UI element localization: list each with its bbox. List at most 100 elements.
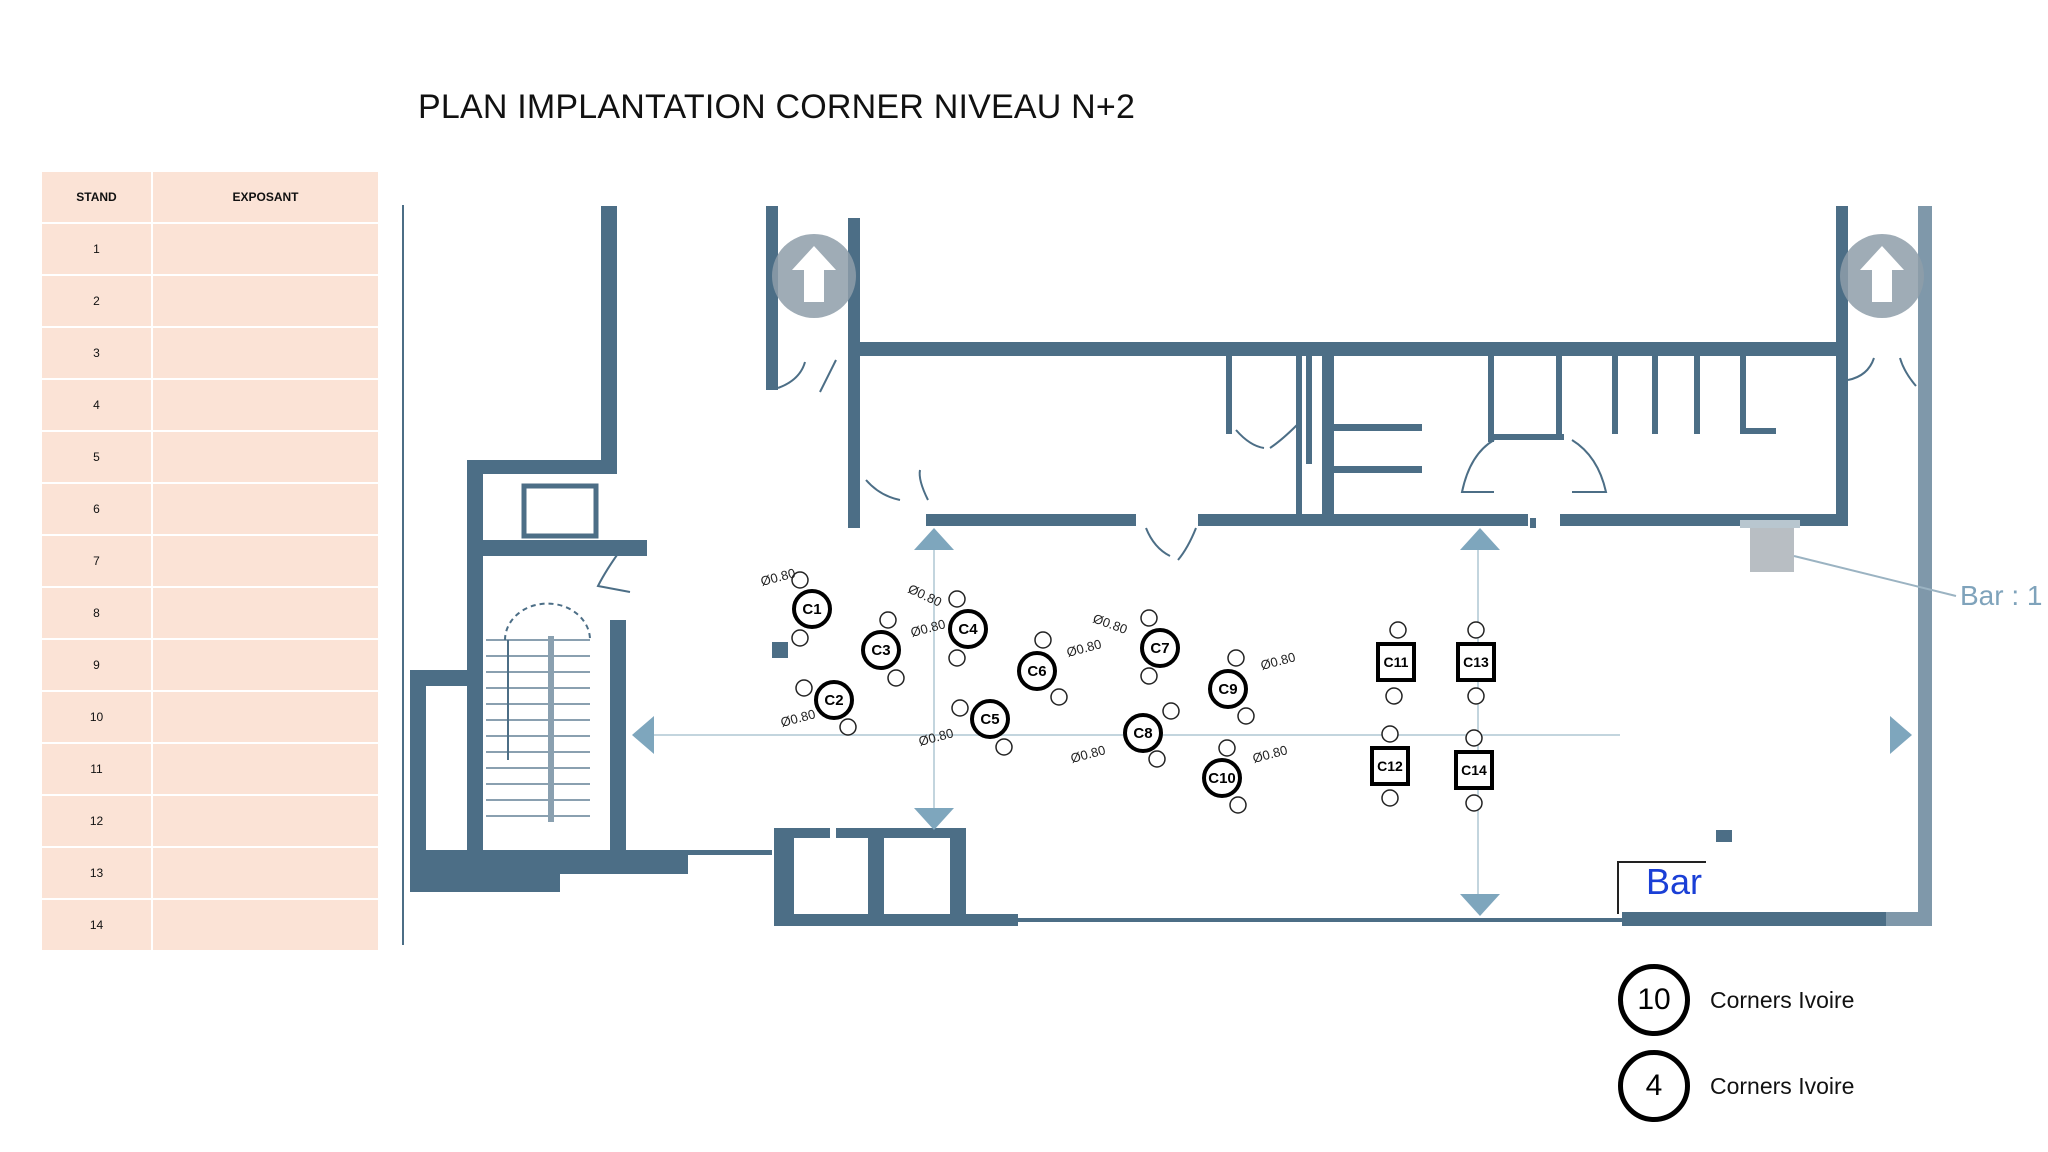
bar-label: Bar: [1646, 861, 1702, 902]
stand-label: C12: [1377, 758, 1403, 774]
wall: [1322, 352, 1334, 516]
exposant-cell[interactable]: [151, 534, 380, 588]
exposant-cell[interactable]: [151, 274, 380, 328]
stand-label: C2: [824, 692, 843, 709]
stand-number-cell: 11: [40, 742, 153, 796]
wall: [766, 206, 778, 390]
wall: [1530, 518, 1536, 528]
stand-c12[interactable]: C12: [1370, 725, 1410, 807]
wall: [774, 914, 1018, 926]
wall: [482, 540, 647, 556]
exposant-cell[interactable]: [151, 742, 380, 796]
square-table-icon: [1456, 642, 1496, 682]
table-header-row: STAND EXPOSANT: [40, 170, 380, 224]
legend-label: Corners Ivoire: [1710, 986, 1855, 1013]
bar-unit: [1750, 528, 1794, 572]
diameter-label: Ø0.80: [906, 581, 944, 610]
exposant-cell[interactable]: [151, 378, 380, 432]
chair-icon: [1389, 621, 1407, 639]
wall: [1886, 912, 1932, 926]
door-swing: [777, 361, 806, 389]
wall: [868, 828, 884, 924]
stand-c11[interactable]: C11: [1376, 621, 1416, 705]
elevator-box: [521, 483, 599, 539]
diameter-label: Ø0.80: [917, 725, 955, 749]
header-stand: STAND: [40, 170, 153, 224]
round-table-icon: [948, 609, 988, 649]
stand-c14[interactable]: C14: [1454, 729, 1494, 812]
round-table-icon: [1140, 628, 1180, 668]
legend-circle-icon: 10: [1618, 964, 1690, 1036]
wall: [1226, 352, 1232, 434]
stand-label: C8: [1133, 725, 1152, 742]
wall: [926, 514, 1136, 526]
wall: [1334, 466, 1422, 473]
diameter-label: Ø0.80: [1091, 611, 1129, 637]
wall: [410, 670, 482, 686]
stand-c3[interactable]: C3: [861, 611, 905, 687]
arrow-up-icon: [914, 528, 954, 550]
chair-icon: [791, 571, 809, 589]
door-swing: [865, 479, 901, 501]
exposant-cell[interactable]: [151, 794, 380, 848]
exposant-cell[interactable]: [151, 222, 380, 276]
wall: [467, 460, 483, 860]
diameter-label: Ø0.80: [1069, 742, 1107, 766]
diameter-label: Ø0.80: [759, 565, 797, 589]
table-row: 1: [40, 222, 380, 276]
exposant-cell[interactable]: [151, 326, 380, 380]
exposant-cell[interactable]: [151, 638, 380, 692]
up-arrow-icon: [772, 234, 856, 318]
exposant-cell[interactable]: [151, 898, 380, 952]
wall: [1918, 206, 1932, 926]
exposant-cell[interactable]: [151, 482, 380, 536]
exposant-cell[interactable]: [151, 430, 380, 484]
wall: [410, 862, 560, 892]
chair-icon: [951, 699, 969, 717]
square-table-icon: [1454, 750, 1494, 790]
round-table-icon: [1202, 758, 1242, 798]
wall: [686, 850, 772, 855]
table-row: 9: [40, 638, 380, 692]
diameter-label: Ø0.80: [909, 616, 947, 640]
diameter-label: Ø0.80: [1259, 649, 1297, 673]
chair-icon: [948, 649, 966, 667]
stand-number-cell: 2: [40, 274, 153, 328]
exposant-cell[interactable]: [151, 846, 380, 900]
stair-rail: [548, 636, 554, 822]
table-row: 14: [40, 898, 380, 952]
stand-number-cell: 8: [40, 586, 153, 640]
wall: [1622, 912, 1886, 926]
wall: [1198, 514, 1528, 526]
door-swing: [1235, 429, 1265, 449]
wall: [1334, 424, 1422, 431]
wall: [1488, 352, 1494, 442]
square-table-icon: [1376, 642, 1416, 682]
stand-number-cell: 10: [40, 690, 153, 744]
exposant-cell[interactable]: [151, 690, 380, 744]
door-swing: [1899, 357, 1917, 387]
wall: [836, 828, 966, 838]
arrow-left-icon: [632, 716, 654, 754]
wall: [1836, 206, 1848, 526]
chair-icon: [791, 629, 809, 647]
round-table-icon: [792, 589, 832, 629]
diameter-label: Ø0.80: [1251, 742, 1289, 766]
arrow-down-icon: [914, 808, 954, 830]
chair-icon: [948, 590, 966, 608]
stand-c13[interactable]: C13: [1456, 621, 1496, 705]
exposant-cell[interactable]: [151, 586, 380, 640]
stand-number-cell: 9: [40, 638, 153, 692]
table-row: 13: [40, 846, 380, 900]
table-row: 3: [40, 326, 380, 380]
